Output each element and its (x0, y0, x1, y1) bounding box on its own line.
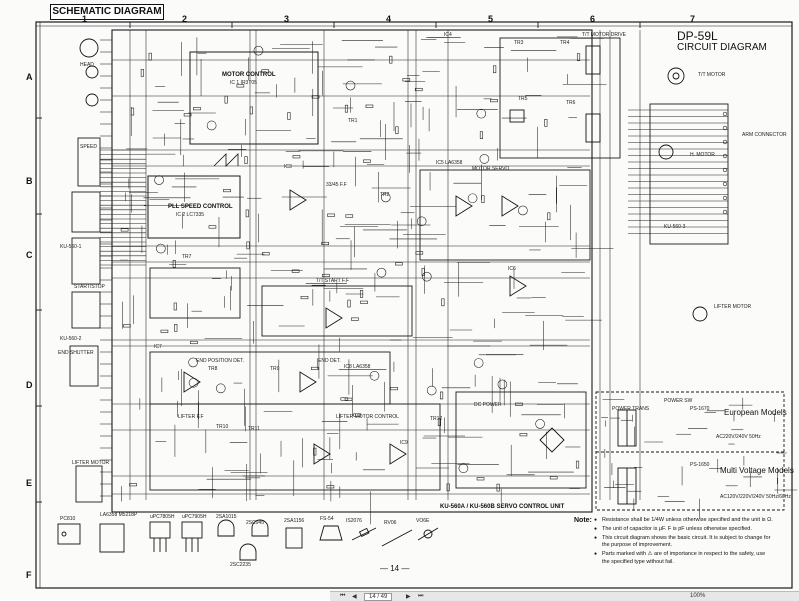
component-tag: IC4 (444, 32, 452, 38)
motor-control-label: MOTOR CONTROL (222, 72, 276, 78)
nav-prev-icon[interactable]: ◀ (352, 594, 357, 600)
part-package-label: FS-54 (320, 516, 334, 522)
part-package-label: 2SA1156 (284, 518, 305, 524)
component-tag: IC3 (284, 164, 292, 170)
ic1-label: IC 1 IR3T05 (230, 80, 257, 86)
connector-ku560-2: KU-560-2 (60, 336, 82, 342)
component-tag: TR1 (348, 118, 358, 124)
lifter-motor-label-right: LIFTER MOTOR (714, 304, 752, 310)
ic8-label: IC8 LA6358 (344, 364, 371, 370)
switch-label: PS-1670 (690, 406, 710, 412)
part-package-label: 2SC945 (246, 520, 265, 526)
column-number: 6 (590, 14, 596, 24)
component-tag: TR3 (514, 40, 524, 46)
component-tag: TR5 (518, 96, 528, 102)
power-trans-label: POWER TRANS (612, 406, 650, 412)
note-item: Resistance shall be 1/4W unless otherwis… (594, 517, 774, 525)
ff-33-45-label: 33/45 F.F (326, 182, 347, 188)
servo-unit-label: KU-560A / KU-560B SERVO CONTROL UNIT (440, 504, 565, 510)
tt-start-ff-label: T/T START F.F (316, 278, 349, 284)
start-stop-label: START/STOP (74, 284, 105, 290)
notes-list: Resistance shall be 1/4W unless otherwis… (574, 517, 774, 567)
diagram-subtitle: CIRCUIT DIAGRAM (677, 42, 767, 53)
speed-label: SPEED (80, 144, 97, 150)
dc-power-label: DC POWER (474, 402, 502, 408)
viewer-toolbar: ⏮ ◀ 14 / 49 ▶ ⏭ 100% (330, 591, 799, 601)
ic2-label: IC 2 LC7335 (176, 212, 205, 218)
component-tag: TR12 (430, 416, 443, 422)
row-letter: A (26, 72, 33, 82)
row-letter: D (26, 380, 33, 390)
multi-voltage-label: Multi Voltage Models (720, 466, 794, 475)
note-item: This circuit diagram shows the basic cir… (594, 535, 774, 551)
column-number: 2 (182, 14, 188, 24)
nav-next-icon[interactable]: ▶ (406, 594, 411, 600)
part-package-label: 2SA1015 (216, 514, 237, 520)
column-number: 5 (488, 14, 494, 24)
component-tag: TR10 (216, 424, 229, 430)
part-package-label: IS2076 (346, 518, 362, 524)
model-name: DP-59L (677, 29, 718, 43)
nav-last-icon[interactable]: ⏭ (418, 593, 424, 599)
row-letter: B (26, 176, 33, 186)
part-package-label: uPC7905H (182, 514, 207, 520)
part-package-label: PC810 (60, 516, 76, 522)
note-item: Parts marked with ⚠ are of importance in… (594, 551, 774, 567)
part-package-label: 2SC2235 (230, 562, 251, 568)
pll-label: PLL SPEED CONTROL (168, 204, 233, 210)
component-tag: TR4 (560, 40, 570, 46)
switch-label: PS-1650 (690, 462, 710, 468)
part-package-label: RV06 (384, 520, 397, 526)
zoom-level[interactable]: 100% (690, 593, 706, 599)
column-number: 1 (82, 14, 88, 24)
part-package-label: VO6E (416, 518, 430, 524)
end-position-label: END POSITION DET. (196, 358, 245, 364)
notes-block: Note: Resistance shall be 1/4W unless ot… (574, 517, 774, 568)
component-tag: IC6 (508, 266, 516, 272)
h-motor-label: H. MOTOR (690, 152, 715, 158)
end-shutter-label: END SHUTTER (58, 350, 94, 356)
column-number: 7 (690, 14, 696, 24)
connector-ku560-3: KU-560-3 (664, 224, 686, 230)
lifter-motor-control-label: LIFTER MOTOR CONTROL (336, 414, 399, 420)
row-letter: F (26, 570, 32, 580)
component-tag: TR2 (380, 192, 390, 198)
part-package-label: LA6358 M5218P (100, 512, 138, 518)
power-sw-label: POWER SW (664, 398, 693, 404)
component-tag: TR8 (208, 366, 218, 372)
lifter-motor-label: LIFTER MOTOR (72, 460, 110, 466)
european-models-label: European Models (724, 408, 787, 417)
head-label: HEAD (80, 62, 94, 68)
part-package-label: uPC7805H (150, 514, 175, 520)
ac-eu-label: AC220V/240V 50Hz (716, 434, 761, 440)
component-tag: IC9 (400, 440, 408, 446)
nav-first-icon[interactable]: ⏮ (340, 593, 346, 599)
tt-motor-drive-label: T/T MOTOR DRIVE (582, 32, 626, 38)
component-tag: TR9 (270, 366, 280, 372)
motor-servo-label: MOTOR SERVO (472, 166, 510, 172)
column-number: 3 (284, 14, 290, 24)
note-item: The unit of capacitor is μF. F is pF unl… (594, 526, 774, 534)
ac-multi-label: AC120V/220V/240V 50Hz/60Hz (720, 494, 791, 500)
schematic-title: SCHEMATIC DIAGRAM (50, 4, 164, 20)
ic5-label: IC5 LA6358 (436, 160, 463, 166)
row-letter: C (26, 250, 33, 260)
component-tag: TR11 (248, 426, 260, 432)
end-det-label: END DET. (318, 358, 341, 364)
connector-ku560-1: KU-560-1 (60, 244, 82, 250)
notes-title: Note: (574, 517, 592, 524)
ic7-label: IC7 (154, 344, 162, 350)
component-tag: TR7 (182, 254, 192, 260)
page-number: — 14 — (380, 564, 410, 573)
arm-connector-label: ARM CONNECTOR (742, 132, 787, 138)
lifter-ff-label: LIFTER F.F (178, 414, 204, 420)
component-tag: TR6 (566, 100, 576, 106)
tt-motor-label: T/T MOTOR (698, 72, 726, 78)
row-letter: E (26, 478, 33, 488)
column-number: 4 (386, 14, 392, 24)
